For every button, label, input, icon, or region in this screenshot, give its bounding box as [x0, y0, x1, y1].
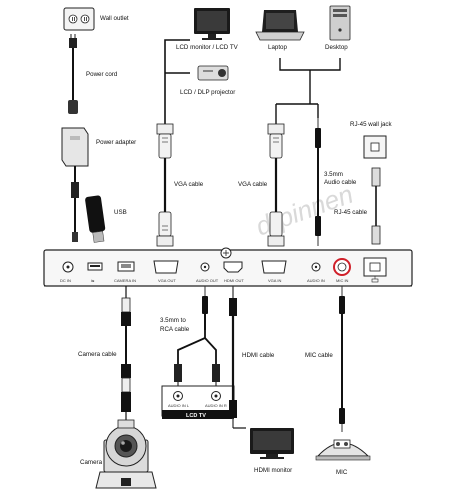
usb-label: USB: [114, 209, 127, 216]
lcd-monitor-label: LCD monitor / LCD TV: [176, 44, 239, 51]
camera-cable-label: Camera cable: [78, 351, 117, 358]
laptop-icon: [255, 10, 305, 41]
lcd-monitor-icon: [194, 8, 230, 40]
camera-in-label: CAMERA IN: [114, 278, 136, 283]
audio-in-label: AUDIO IN: [307, 278, 325, 283]
rca-cable-label-1: 3.5mm to: [160, 317, 186, 324]
camera-cable: [121, 286, 131, 420]
mic-in-label: MIC IN: [336, 278, 349, 283]
lcd-tv-label: LCD TV: [186, 413, 206, 419]
audio-cable-label-1: 3.5mm: [324, 171, 343, 178]
camera-in-port: [117, 261, 135, 272]
vga-out-label: VGA OUT: [158, 278, 176, 283]
projector-label: LCD / DLP projector: [180, 89, 235, 96]
vga-cable-left-label: VGA cable: [174, 181, 204, 188]
rj45-wall-jack-label: RJ-45 wall jack: [350, 121, 393, 128]
vga-left-link: [164, 39, 190, 124]
mic-cable: [339, 286, 345, 432]
lcd-tv-panel: [161, 385, 235, 419]
power-cord: [68, 34, 78, 114]
hdmi-monitor-label: HDMI monitor: [254, 467, 292, 474]
power-adapter-icon: [61, 127, 89, 242]
vga-cable-right-label: VGA cable: [238, 181, 268, 188]
audio-out-port: [200, 262, 210, 272]
hdmi-out-port: [223, 261, 243, 273]
mic-cable-label: MIC cable: [305, 352, 333, 359]
desktop-icon: [329, 5, 351, 41]
projector-icon: [197, 65, 229, 81]
vga-in-label: VGA IN: [268, 278, 281, 283]
laptop-label: Laptop: [268, 44, 287, 51]
rca-cable-label-2: RCA cable: [160, 326, 190, 333]
audio-cable: [315, 118, 321, 246]
audio-in-r-label: AUDIO IN R: [205, 403, 227, 408]
mic-in-port: [333, 258, 351, 276]
camera-icon: [95, 419, 157, 489]
lan-port: [363, 257, 387, 277]
audio-in-l-label: AUDIO IN L: [168, 403, 190, 408]
hdmi-cable-label: HDMI cable: [242, 352, 275, 359]
mic-icon: [315, 439, 371, 461]
rca-cable: [174, 286, 220, 386]
usb-port-symbol: ⇋: [91, 278, 95, 283]
vga-in-port: [261, 260, 287, 274]
dc-in-label: DC IN: [60, 278, 71, 283]
usb-port: [87, 262, 103, 271]
desktop-label: Desktop: [325, 44, 348, 51]
computer-link: [279, 58, 341, 71]
camera-label: Camera: [80, 459, 103, 466]
vga-cable-right: [267, 123, 285, 247]
hdmi-cable: [229, 286, 246, 429]
usb-stick-icon: [85, 195, 106, 243]
audio-cable-label-2: Audio cable: [324, 179, 357, 186]
vga-out-port: [153, 260, 179, 274]
hdmi-monitor-icon: [250, 428, 294, 459]
audio-out-label: AUDIO OUT: [196, 278, 219, 283]
audio-in-port: [311, 262, 321, 272]
wall-outlet-icon: [63, 7, 95, 31]
mic-label: MIC: [336, 469, 348, 476]
rj45-cable: [371, 167, 381, 245]
rj45-wall-jack-icon: [363, 135, 387, 159]
vga-cable-left: [156, 123, 174, 247]
hdmi-out-label: HDMI OUT: [224, 278, 244, 283]
power-adapter-label: Power adapter: [96, 139, 136, 146]
dc-in-port: [62, 261, 74, 273]
power-cord-label: Power cord: [86, 71, 118, 78]
rj45-cable-label: RJ-45 cable: [334, 209, 368, 216]
wall-outlet-label: Wall outlet: [100, 15, 129, 22]
network-icon: [371, 276, 379, 283]
